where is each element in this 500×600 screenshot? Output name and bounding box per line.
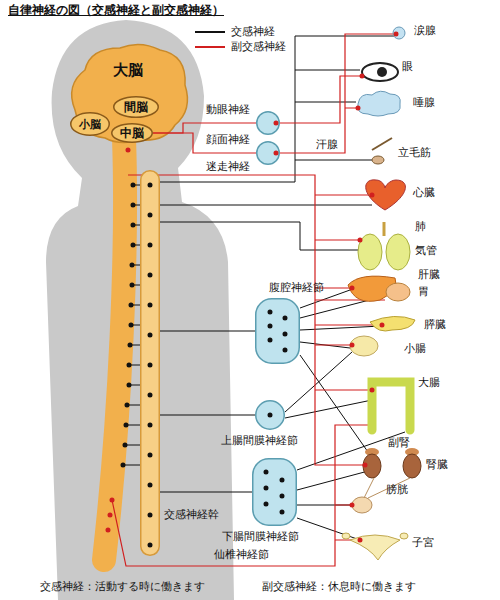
large-intestine <box>372 382 410 430</box>
eye-pupil <box>377 67 387 77</box>
ganglion-box: 腹腔神経節 <box>255 298 300 364</box>
organ-label: 膵臓 <box>424 318 446 331</box>
node-label: 下腸間膜神経節 <box>222 530 299 543</box>
node-label: 上腸間膜神経節 <box>221 434 298 447</box>
nerve-connector <box>160 414 255 415</box>
organ-label: 涙腺 <box>414 24 436 37</box>
brain-region: 小脳 <box>70 112 110 136</box>
nerve-ending-dot <box>106 32 399 543</box>
eye-organ <box>362 63 398 81</box>
organ-label: 心臓 <box>413 186 435 199</box>
shape-outline <box>252 458 297 526</box>
organ-label: 副腎 <box>388 436 410 449</box>
organ-label: 胃 <box>418 285 429 298</box>
legend-line-sample <box>195 46 225 48</box>
node-label: 大脳 <box>65 62 190 79</box>
organ-label: 仙椎神経節 <box>214 548 269 561</box>
node-label: 中脳 <box>111 123 153 143</box>
ovary-organ <box>342 533 350 539</box>
shape-outline <box>255 298 300 364</box>
node-label: 顔面神経 <box>206 133 250 146</box>
kidney-organ <box>403 454 421 478</box>
nerve-connector <box>160 491 252 492</box>
organ-label: 迷走神経 <box>206 160 250 173</box>
arrector-pili <box>372 156 384 164</box>
trachea-organ <box>383 222 386 236</box>
brain-region: 中脳 <box>111 123 153 143</box>
stomach-organ <box>386 283 410 301</box>
ovary-organ <box>400 533 408 539</box>
legend-text: 交感神経 <box>231 25 275 38</box>
organ-label: 気管 <box>415 244 437 257</box>
organ-label: 子宮 <box>412 536 434 549</box>
brain-region: 間脳 <box>113 96 159 118</box>
ganglion-box-shape <box>256 299 300 364</box>
node-label: 腹腔神経節 <box>269 281 324 294</box>
sympathetic-wire <box>160 36 405 540</box>
organ-label: 副交感神経：休息時に働きます <box>262 580 416 593</box>
organ-label: 眼 <box>402 60 413 73</box>
salivary-gland <box>358 91 401 116</box>
organ-label: 肺 <box>415 220 426 233</box>
brain-region-shape <box>114 97 159 118</box>
diagram-caption: 交感神経：活動する時に働きます <box>40 580 205 593</box>
organ-label: 膀胱 <box>386 483 408 496</box>
legend-line-sample <box>195 31 225 33</box>
ganglion-dot <box>121 183 288 515</box>
legend-text: 副交感神経 <box>231 40 286 53</box>
pancreas-organ <box>370 316 415 331</box>
nerve-connector <box>153 123 256 133</box>
organ-label: 立毛筋 <box>398 146 431 159</box>
node-label: 小脳 <box>70 112 110 136</box>
organ-label: 唾腺 <box>413 96 435 109</box>
bladder-organ <box>352 497 372 513</box>
legend-row: 交感神経 <box>195 24 305 39</box>
legend-box: 交感神経副交感神経 <box>195 24 305 54</box>
organ-label: 大腸 <box>418 376 440 389</box>
ureter <box>364 478 410 498</box>
node-label: 間脳 <box>113 96 159 118</box>
uterus-organ <box>350 535 400 560</box>
hair-shaft <box>372 138 392 150</box>
node-label: 交感神経幹 <box>164 508 219 521</box>
sympathetic-trunk-shape <box>141 171 160 556</box>
body-silhouette <box>46 20 234 600</box>
spinal-cord <box>104 138 125 560</box>
ganglion-box-shape <box>253 459 297 526</box>
organ-label: 肝臓 <box>418 268 440 281</box>
brain-region-shape <box>71 113 110 136</box>
node-label: 動眼神経 <box>206 103 250 116</box>
nerve-connector <box>153 133 256 153</box>
lung-organ <box>386 234 410 270</box>
organ-label: 汗腺 <box>316 138 338 151</box>
trunk-ganglion-dot <box>148 183 153 548</box>
nerve-connector <box>160 330 255 331</box>
diagram-title: 自律神経の図（交感神経と副交感神経） <box>8 3 224 18</box>
organ-label: 小腸 <box>404 342 426 355</box>
ganglion-box: 下腸間膜神経節 <box>252 458 297 526</box>
legend-row: 副交感神経 <box>195 39 305 54</box>
organ-label: 腎臓 <box>426 458 448 471</box>
brain-region-shape <box>112 124 153 143</box>
